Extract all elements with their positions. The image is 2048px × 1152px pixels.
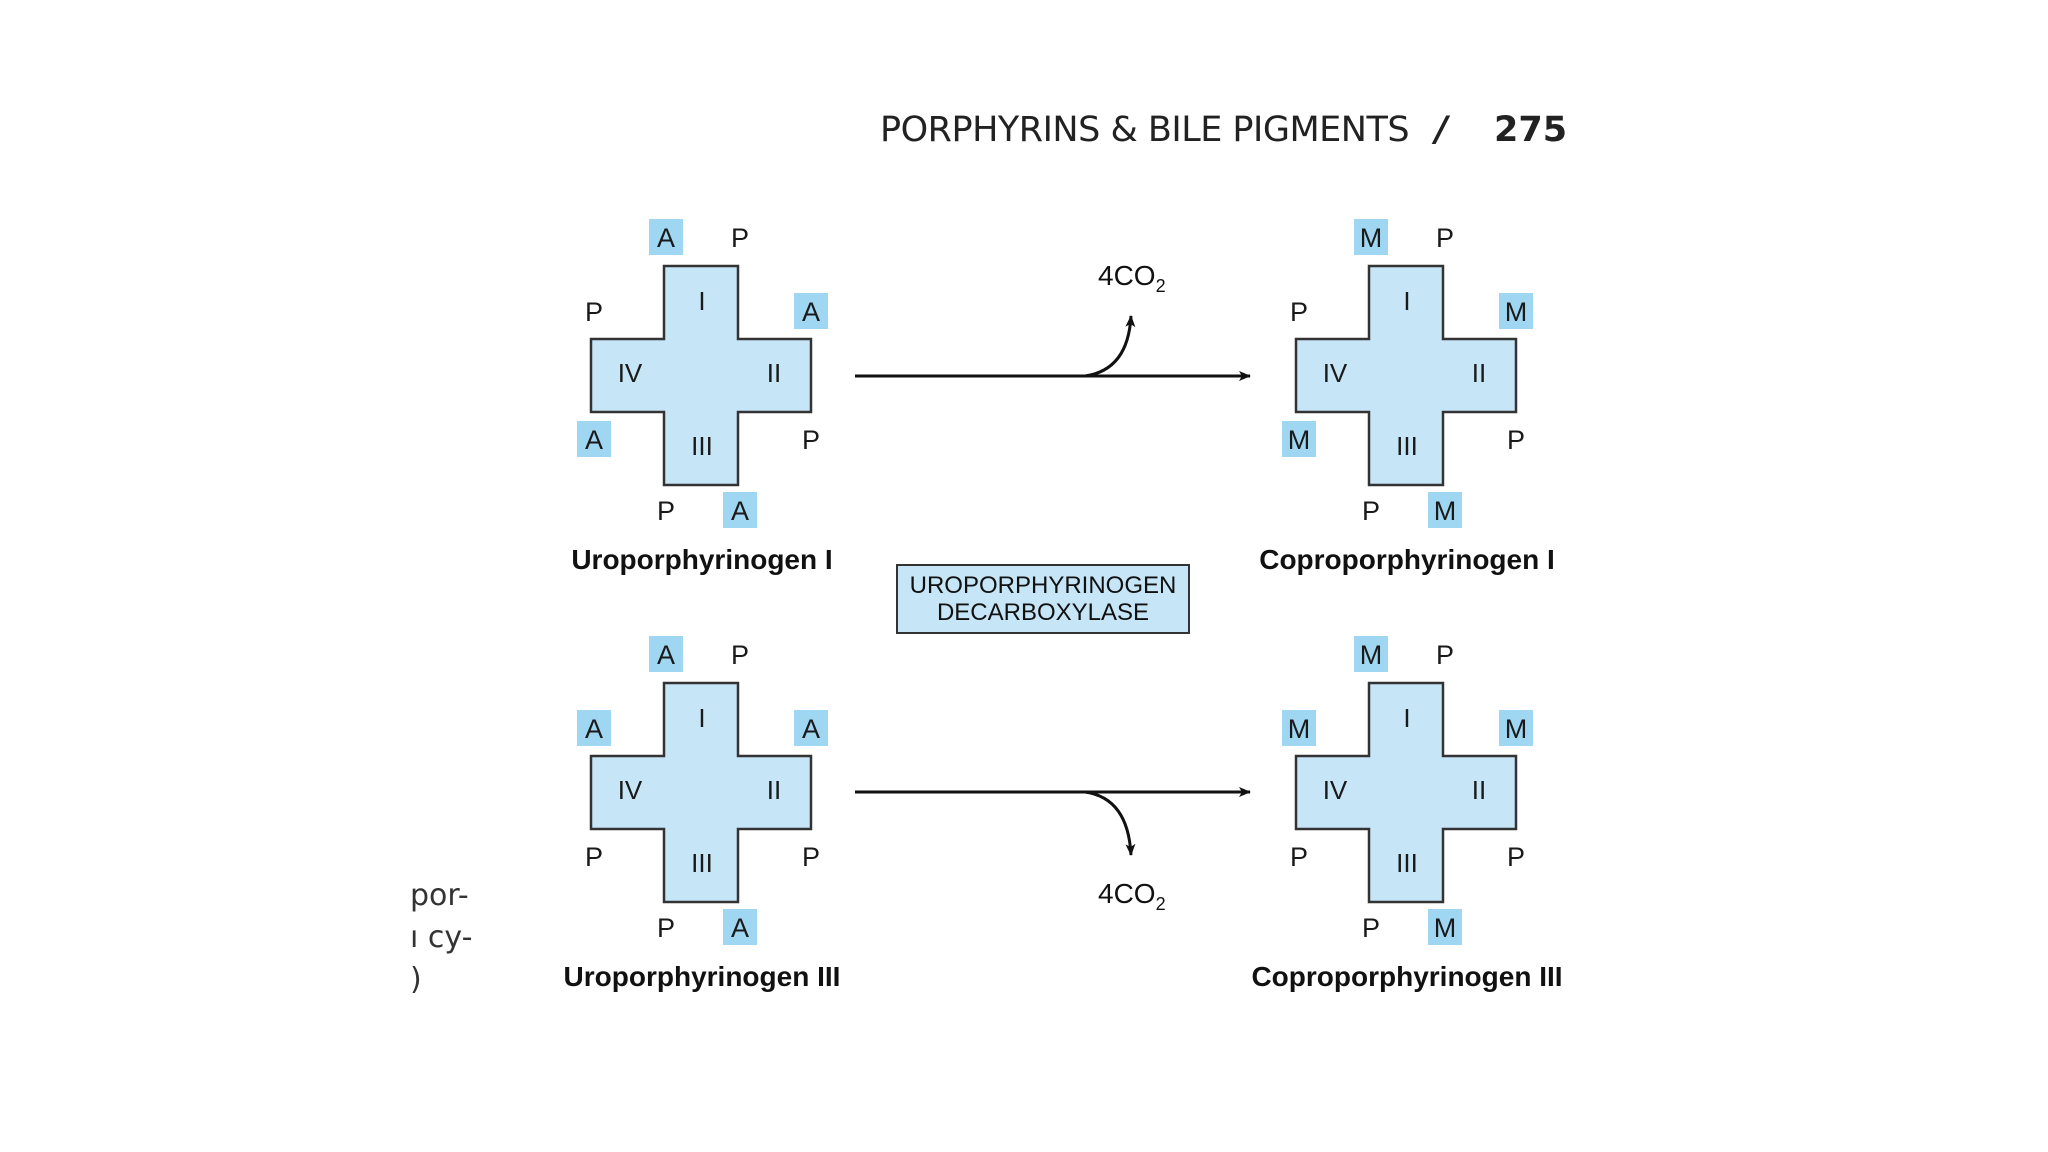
pyrrole-ring-label: IV [1323,358,1348,388]
substituent-highlight [649,636,683,672]
pyrrole-ring-label: I [1403,703,1410,733]
substituent-highlight [1499,710,1533,746]
substituent-highlight [723,492,757,528]
enzyme-box: UROPORPHYRINOGEN DECARBOXYLASE [896,564,1190,634]
pyrrole-ring-label: I [1403,286,1410,316]
molecule-name: Uroporphyrinogen III [564,961,841,992]
header-separator: / [1435,110,1448,150]
molecule-name: Coproporphyrinogen I [1259,544,1555,575]
enzyme-box-border [896,564,1190,634]
molecule-name: Coproporphyrinogen III [1251,961,1562,992]
substituent-left-top: P [585,297,603,327]
substituent-bottom-left: P [657,496,675,526]
substituent-highlight [794,293,828,329]
co2-label: 4CO2 [1098,878,1166,914]
margin-line: por- [410,878,469,913]
substituent-highlight [794,710,828,746]
pyrrole-ring-label: IV [618,775,643,805]
substituent-left-bottom: P [585,842,603,872]
pyrrole-ring-label: III [691,431,713,461]
chapter-title: PORPHYRINS & BILE PIGMENTS [880,110,1410,150]
substituent-highlight [1354,636,1388,672]
tetrapyrrole-cross [589,264,813,487]
pyrrole-ring-label: II [767,358,781,388]
substituent-bottom-left: P [1362,913,1380,943]
substituent-top-right: P [1436,223,1454,253]
substituent-top-right: P [731,223,749,253]
substituent-highlight [1428,909,1462,945]
substituent-bottom-right: M [1434,913,1457,943]
margin-text-fragment: por- ı cy- ) [410,875,472,1001]
page-number: 275 [1494,110,1568,150]
co2-release-arrow [1084,790,1136,856]
co2-release-arrow [1084,315,1136,378]
substituent-left-bottom: A [585,425,603,455]
substituent-left-top: P [1290,297,1308,327]
substituent-top-right: P [731,640,749,670]
substituent-highlight [723,909,757,945]
pyrrole-ring-label: IV [1323,775,1348,805]
enzyme-name-line1: UROPORPHYRINOGEN [910,572,1177,599]
margin-line: ı cy- [410,920,473,955]
substituent-left-top: M [1288,714,1311,744]
pyrrole-ring-label: III [1396,848,1418,878]
substituent-bottom-left: P [657,913,675,943]
tetrapyrrole-cross [1294,681,1518,904]
substituent-bottom-right: A [731,913,749,943]
substituent-top-left: A [657,640,675,670]
substituent-right-bottom: P [802,425,820,455]
pyrrole-ring-label: IV [618,358,643,388]
substituent-highlight [1354,219,1388,255]
enzyme-name-line2: DECARBOXYLASE [937,599,1149,626]
co2-label: 4CO2 [1098,260,1166,296]
reaction-arrow-bottom: 4CO2 [855,787,1251,914]
molecule-name: Uroporphyrinogen I [571,544,832,575]
substituent-highlight [649,219,683,255]
substituent-right-top: A [802,714,820,744]
substituent-left-bottom: M [1288,425,1311,455]
page-header: PORPHYRINS & BILE PIGMENTS / 275 [880,110,1580,160]
pyrrole-ring-label: III [1396,431,1418,461]
pyrrole-ring-label: II [1472,358,1486,388]
substituent-left-top: A [585,714,603,744]
substituent-highlight [1282,421,1316,457]
substituent-right-bottom: P [802,842,820,872]
substituent-highlight [1428,492,1462,528]
pyrrole-ring-label: III [691,848,713,878]
pyrrole-ring-label: I [698,703,705,733]
pyrrole-ring-label: I [698,286,705,316]
substituent-top-left: M [1360,640,1383,670]
tetrapyrrole-cross [589,681,813,904]
substituent-top-right: P [1436,640,1454,670]
substituent-top-left: M [1360,223,1383,253]
substituent-left-bottom: P [1290,842,1308,872]
substituent-bottom-right: M [1434,496,1457,526]
pyrrole-ring-label: II [767,775,781,805]
margin-line: ) [410,962,422,997]
substituent-right-top: M [1505,714,1528,744]
substituent-top-left: A [657,223,675,253]
substituent-bottom-right: A [731,496,749,526]
substituent-highlight [1282,710,1316,746]
substituent-highlight [577,710,611,746]
substituent-highlight [1499,293,1533,329]
substituent-right-bottom: P [1507,425,1525,455]
substituent-highlight [577,421,611,457]
substituent-right-top: A [802,297,820,327]
reaction-arrow-top: 4CO2 [855,260,1251,381]
substituent-bottom-left: P [1362,496,1380,526]
substituent-right-top: M [1505,297,1528,327]
pyrrole-ring-label: II [1472,775,1486,805]
substituent-right-bottom: P [1507,842,1525,872]
tetrapyrrole-cross [1294,264,1518,487]
